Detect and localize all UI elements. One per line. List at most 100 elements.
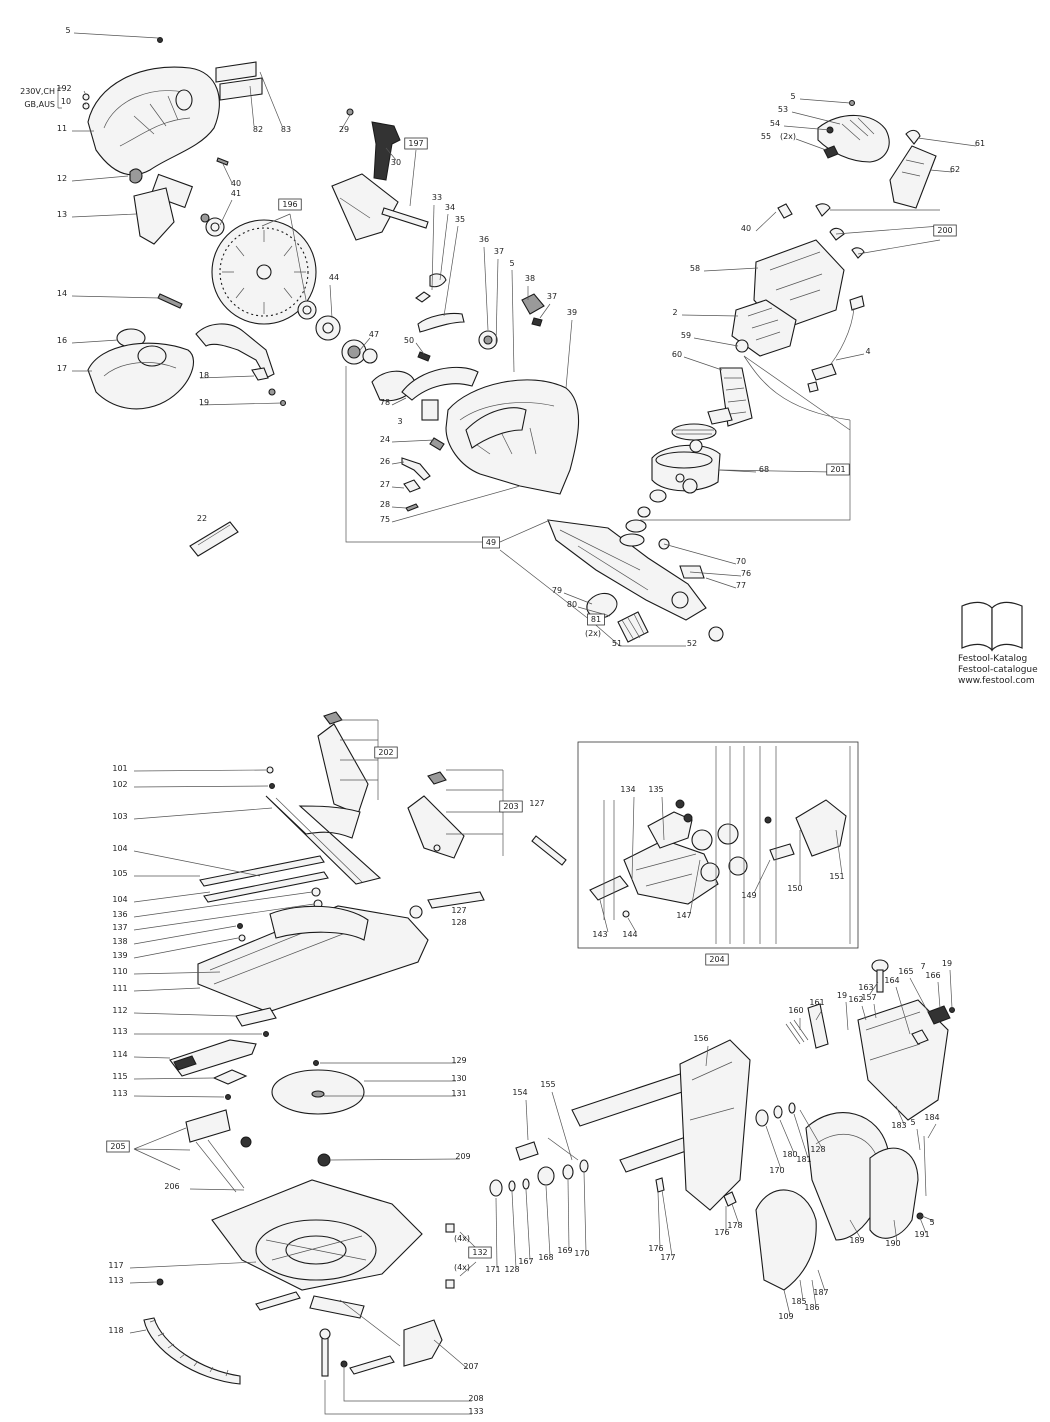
part-label-p209: 209 [455, 1152, 470, 1161]
part-label-p59: 59 [681, 331, 691, 340]
part-label-p5d: 5 [910, 1118, 915, 1127]
part-label-p102: 102 [112, 780, 127, 789]
part-label-p47: 47 [369, 330, 379, 339]
part-label-p51: 51 [612, 639, 622, 648]
part-label-p164: 164 [884, 976, 899, 985]
part-label-p5a: 5 [65, 26, 70, 35]
part-label-p165: 165 [898, 967, 913, 976]
part-label-p186: 186 [804, 1303, 819, 1312]
part-label-p113c: 113 [108, 1276, 123, 1285]
assembly-label-b200: 200 [937, 226, 952, 235]
part-label-p130: 130 [451, 1074, 466, 1083]
assembly-label-b203: 203 [503, 802, 518, 811]
part-label-p131: 131 [451, 1089, 466, 1098]
assembly-box-b202 [374, 746, 398, 759]
assembly-label-b202: 202 [378, 748, 393, 757]
upper-blade-guard-group [82, 37, 317, 557]
part-label-p61: 61 [975, 139, 985, 148]
part-label-p185: 185 [791, 1297, 806, 1306]
part-label-p104b: 104 [112, 895, 127, 904]
part-label-p149: 149 [741, 891, 756, 900]
assembly-box-b196 [278, 198, 302, 211]
part-label-p58: 58 [690, 264, 700, 273]
part-label-p187: 187 [813, 1288, 828, 1297]
part-label-p109: 109 [778, 1312, 793, 1321]
part-label-p144: 144 [622, 930, 637, 939]
assembly-box-b200 [933, 224, 957, 237]
part-label-p34: 34 [445, 203, 455, 212]
part-label-p12: 12 [57, 174, 67, 183]
part-label-p18: 18 [199, 371, 209, 380]
rails-base-group [143, 711, 567, 1385]
part-label-p134: 134 [620, 785, 635, 794]
part-label-p28: 28 [380, 500, 390, 509]
assembly-label-b49: 49 [486, 538, 496, 547]
part-label-p132_4a: (4x) [454, 1234, 470, 1243]
part-label-p78: 78 [380, 398, 390, 407]
part-label-p136: 136 [112, 910, 127, 919]
part-label-p26: 26 [380, 457, 390, 466]
part-label-p113a: 113 [112, 1027, 127, 1036]
part-label-p103: 103 [112, 812, 127, 821]
part-label-p41: 41 [231, 189, 241, 198]
part-label-p154: 154 [512, 1088, 527, 1097]
part-label-p5b: 5 [509, 259, 514, 268]
part-label-p206: 206 [164, 1182, 179, 1191]
part-label-p60: 60 [672, 350, 682, 359]
part-label-p181: 181 [796, 1155, 811, 1164]
part-label-p207: 207 [463, 1362, 478, 1371]
part-label-p168: 168 [538, 1253, 553, 1262]
assembly-label-b201: 201 [830, 465, 845, 474]
part-label-p50: 50 [404, 336, 414, 345]
part-label-p113b: 113 [112, 1089, 127, 1098]
part-label-p177: 177 [660, 1253, 675, 1262]
part-label-p129: 129 [451, 1056, 466, 1065]
part-label-p133: 133 [468, 1407, 483, 1416]
part-label-p157: 157 [861, 993, 876, 1002]
part-label-p166: 166 [925, 971, 940, 980]
catalogue-line-1: Festool-Katalog [958, 654, 1028, 664]
part-label-p52: 52 [687, 639, 697, 648]
part-label-p128b: 128 [810, 1145, 825, 1154]
part-label-p33: 33 [432, 193, 442, 202]
part-label-p68: 68 [759, 465, 769, 474]
part-label-p19c: 19 [837, 991, 847, 1000]
part-label-p79: 79 [552, 586, 562, 595]
part-label-p111: 111 [112, 984, 127, 993]
part-label-p36: 36 [479, 235, 489, 244]
part-label-p53: 53 [778, 105, 788, 114]
variant-label-gb-aus: GB,AUS [24, 100, 55, 109]
part-label-p38: 38 [525, 274, 535, 283]
part-label-p35: 35 [455, 215, 465, 224]
part-label-p19b: 19 [942, 959, 952, 968]
part-label-p208: 208 [468, 1394, 483, 1403]
part-label-p3: 3 [397, 417, 402, 426]
part-label-p178: 178 [727, 1221, 742, 1230]
part-label-p170b: 170 [574, 1249, 589, 1258]
part-label-p150: 150 [787, 884, 802, 893]
part-label-p143: 143 [592, 930, 607, 939]
part-label-p156: 156 [693, 1034, 708, 1043]
assembly-box-b205 [106, 1140, 130, 1153]
tilt-bracket-group [489, 959, 955, 1291]
part-label-p162: 162 [848, 995, 863, 1004]
part-label-p114: 114 [112, 1050, 127, 1059]
part-label-p30: 30 [391, 158, 401, 167]
handle-housing-group [315, 108, 724, 643]
part-label-p75: 75 [380, 515, 390, 524]
assembly-label-b197: 197 [408, 139, 423, 148]
assembly-label-b81: 81 [591, 615, 601, 624]
part-label-p11: 11 [57, 124, 67, 133]
part-label-p14: 14 [57, 289, 67, 298]
part-label-p176b: 176 [714, 1228, 729, 1237]
assembly-box-b197 [404, 137, 428, 150]
assembly-box-b81 [587, 613, 605, 626]
part-label-p39: 39 [567, 308, 577, 317]
part-label-p192: 192 [56, 84, 71, 93]
part-label-p112: 112 [112, 1006, 127, 1015]
leader-lines [71, 32, 977, 1415]
part-label-p82: 82 [253, 125, 263, 134]
